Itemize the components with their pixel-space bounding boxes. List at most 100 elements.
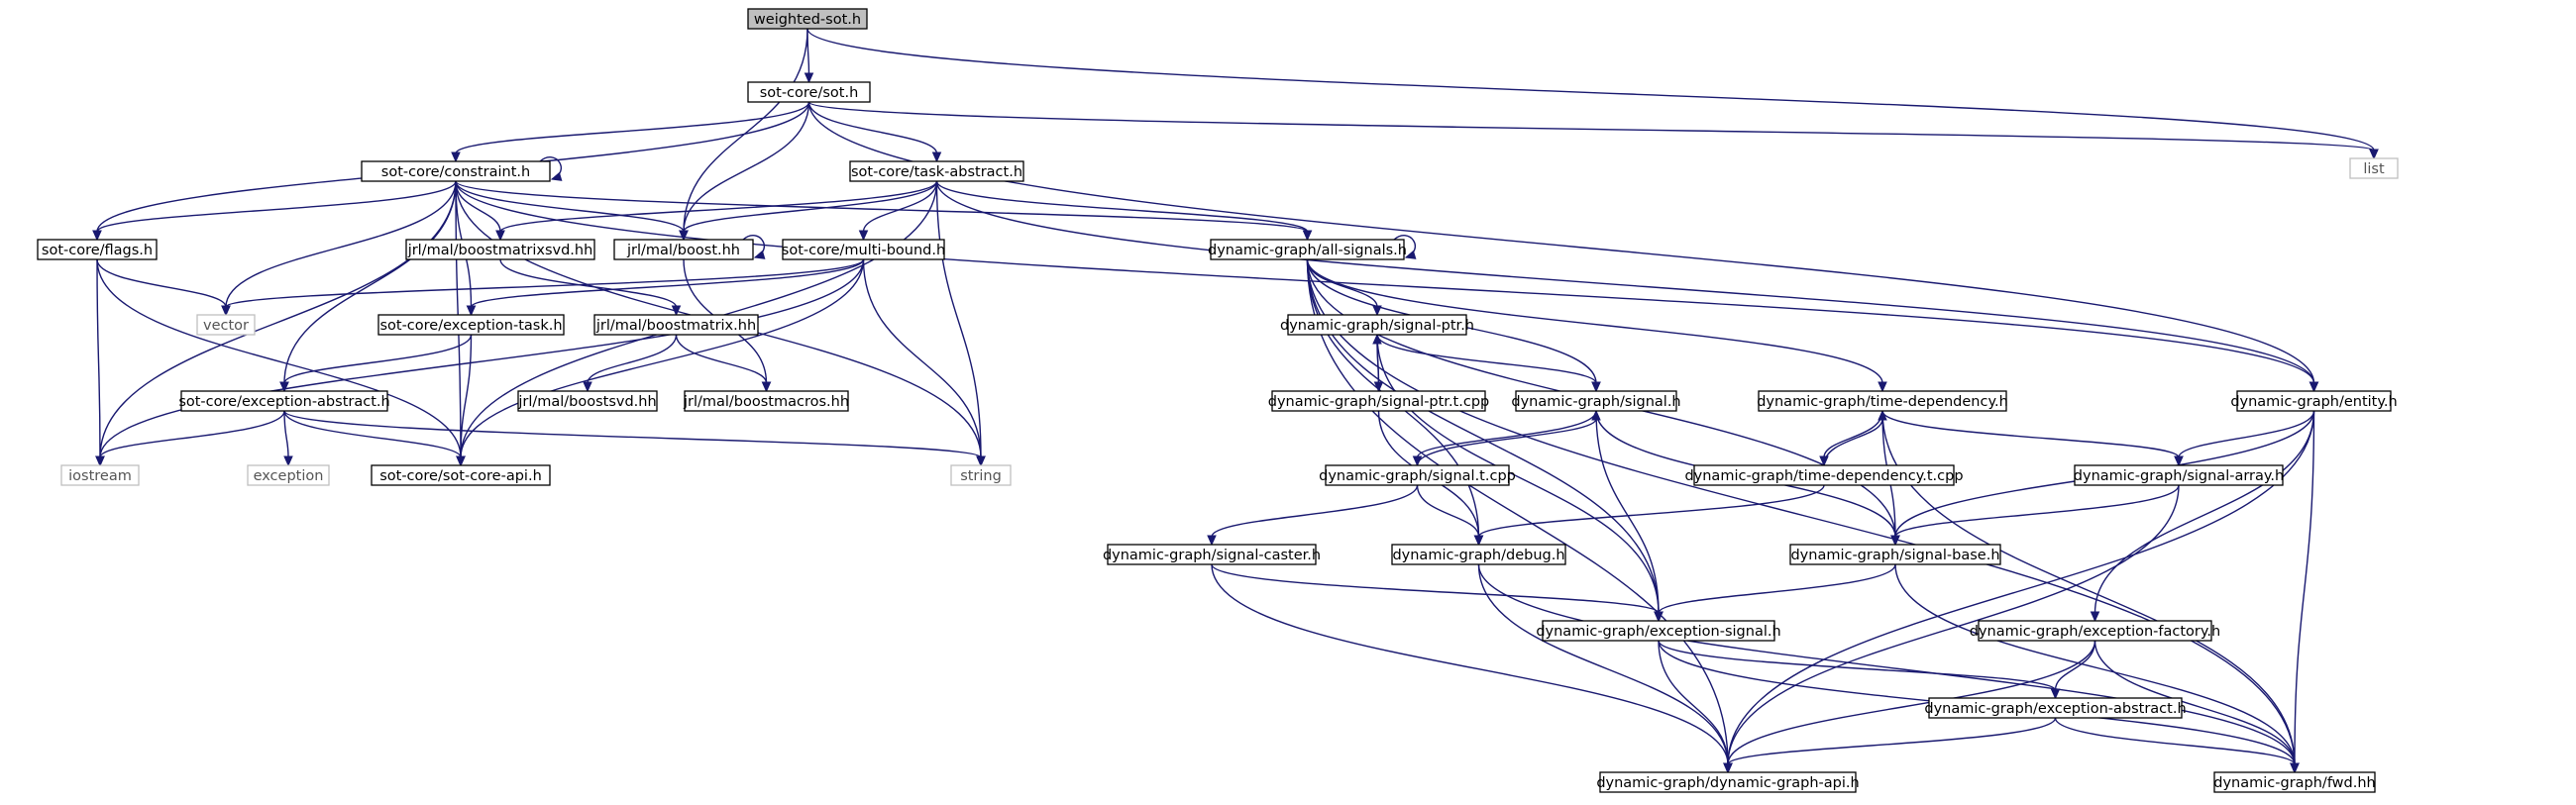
edge-exception_abstract_h-to-iostream	[95, 410, 285, 467]
edge-multi_bound_h-to-vector	[221, 258, 865, 317]
node-exception-factory-h[interactable]: dynamic-graph/exception-factory.h	[1970, 620, 2220, 642]
edge-dg_exception_abstract_h-to-dynamic_graph_api_h	[1723, 717, 2057, 774]
node-label: dynamic-graph/signal.h	[1511, 394, 1680, 410]
node-label: sot-core/sot.h	[760, 85, 859, 101]
node-all-signals-h[interactable]: dynamic-graph/all-signals.h	[1208, 239, 1407, 260]
node-label: dynamic-graph/time-dependency.t.cpp	[1684, 468, 1963, 484]
edge-boostmatrix_hh-to-boostmacros_hh	[675, 334, 772, 393]
node-label: dynamic-graph/signal-caster.h	[1103, 548, 1321, 563]
node-label: list	[2363, 161, 2385, 177]
node-label: dynamic-graph/entity.h	[2230, 394, 2397, 410]
edge-all_signals_h-to-time_dependency_h	[1306, 258, 1887, 393]
node-debug-h[interactable]: dynamic-graph/debug.h	[1391, 544, 1566, 565]
node-signal-caster-h[interactable]: dynamic-graph/signal-caster.h	[1103, 544, 1321, 565]
node-label: sot-core/exception-task.h	[379, 318, 562, 334]
node-label: dynamic-graph/fwd.hh	[2213, 775, 2375, 791]
node-label: iostream	[68, 468, 132, 484]
node-label: dynamic-graph/signal-ptr.h	[1280, 318, 1474, 334]
edge-signal_caster_h-to-dynamic_graph_api_h	[1211, 563, 1733, 774]
node-label: dynamic-graph/exception-abstract.h	[1924, 701, 2186, 717]
node-weighted-sot-h[interactable]: weighted-sot.h	[747, 8, 868, 30]
edge-all_signals_h-to-all_signals_h	[1393, 235, 1417, 259]
edge-sot_h-to-boost_hh	[679, 101, 810, 242]
node-signal-ptr-h[interactable]: dynamic-graph/signal-ptr.h	[1280, 314, 1474, 336]
node-label: weighted-sot.h	[754, 12, 861, 28]
node-time-dependency-h[interactable]: dynamic-graph/time-dependency.h	[1757, 390, 2008, 412]
edge-boostmatrix_hh-to-boostsvd_hh	[583, 334, 678, 393]
edge-sot_h-to-task_abstract_h	[807, 101, 942, 163]
node-signal-array-h[interactable]: dynamic-graph/signal-array.h	[2074, 464, 2284, 486]
node-boostsvd-hh[interactable]: jrl/mal/boostsvd.hh	[517, 390, 658, 412]
dependency-edges	[92, 28, 2379, 774]
node-sot-core-api-h[interactable]: sot-core/sot-core-api.h	[371, 464, 551, 486]
edge-signal_t_cpp-to-signal_h	[1416, 409, 1601, 466]
node-exception-abstract-h[interactable]: sot-core/exception-abstract.h	[178, 390, 390, 412]
edge-all_signals_h-to-fwd_hh	[1306, 258, 2300, 774]
node-sot-h[interactable]: sot-core/sot.h	[747, 81, 871, 103]
node-label: dynamic-graph/signal-ptr.t.cpp	[1268, 394, 1489, 410]
edge-debug_h-to-fwd_hh	[1477, 563, 2300, 774]
edge-task_abstract_h-to-entity_h	[935, 180, 2319, 393]
edge-flags_h-to-sot_core_api_h	[96, 258, 466, 467]
edge-constraint_h-to-flags_h	[92, 180, 457, 242]
edge-task_abstract_h-to-multi_bound_h	[858, 180, 938, 242]
edge-task_abstract_h-to-boost_hh	[679, 180, 938, 242]
node-label: sot-core/task-abstract.h	[851, 164, 1022, 180]
edge-dg_exception_abstract_h-to-fwd_hh	[2054, 717, 2300, 774]
node-time-dependency-t-cpp[interactable]: dynamic-graph/time-dependency.t.cpp	[1684, 464, 1964, 486]
edge-signal_array_h-to-signal_base_h	[1890, 484, 2180, 547]
node-label: dynamic-graph/exception-factory.h	[1970, 624, 2220, 640]
edge-task_abstract_h-to-all_signals_h	[935, 180, 1313, 242]
edge-task_abstract_h-to-string	[935, 180, 986, 467]
node-constraint-h[interactable]: sot-core/constraint.h	[361, 160, 551, 182]
edge-signal_ptr_t_cpp-to-signal_ptr_h	[1372, 333, 1382, 392]
edge-signal_ptr_h-to-signal_h	[1376, 334, 1601, 393]
node-signal-base-h[interactable]: dynamic-graph/signal-base.h	[1789, 544, 2001, 565]
node-signal-t-cpp[interactable]: dynamic-graph/signal.t.cpp	[1319, 464, 1516, 486]
edge-constraint_h-to-exception_abstract_h	[279, 180, 457, 393]
node-vector: vector	[196, 314, 256, 336]
node-label: sot-core/exception-abstract.h	[178, 394, 389, 410]
node-dg-exception-abstract-h[interactable]: dynamic-graph/exception-abstract.h	[1924, 697, 2187, 719]
node-string: string	[950, 464, 1012, 486]
edge-exception_abstract_h-to-exception	[283, 410, 293, 467]
edge-weighted_sot_h-to-sot_h	[804, 28, 814, 84]
node-exception-signal-h[interactable]: dynamic-graph/exception-signal.h	[1536, 620, 1781, 642]
edge-all_signals_h-to-signal_ptr_h	[1306, 258, 1382, 317]
node-label: jrl/mal/boostsvd.hh	[517, 394, 656, 410]
edge-sot_h-to-list	[807, 101, 2379, 160]
node-label: dynamic-graph/signal-array.h	[2074, 468, 2284, 484]
node-flags-h[interactable]: sot-core/flags.h	[37, 239, 158, 260]
edge-exception_abstract_h-to-string	[283, 410, 986, 467]
edge-exception_task_h-to-exception_abstract_h	[279, 334, 473, 393]
dependency-nodes: weighted-sot.h sot-core/sot.h list sot-core…	[37, 8, 2399, 793]
node-signal-ptr-t-cpp[interactable]: dynamic-graph/signal-ptr.t.cpp	[1268, 390, 1489, 412]
node-label: jrl/mal/boostmatrixsvd.hh	[407, 243, 593, 258]
node-boost-hh[interactable]: jrl/mal/boost.hh	[613, 239, 754, 260]
node-signal-h[interactable]: dynamic-graph/signal.h	[1511, 390, 1681, 412]
node-label: dynamic-graph/time-dependency.h	[1757, 394, 2008, 410]
node-boostmatrix-hh[interactable]: jrl/mal/boostmatrix.hh	[593, 314, 759, 336]
node-label: vector	[203, 318, 249, 334]
edge-exception_abstract_h-to-sot_core_api_h	[283, 410, 466, 467]
node-task-abstract-h[interactable]: sot-core/task-abstract.h	[849, 160, 1024, 182]
node-multi-bound-h[interactable]: sot-core/multi-bound.h	[782, 239, 945, 260]
edge-flags_h-to-vector	[96, 258, 231, 317]
edge-boost_hh-to-boost_hh	[742, 235, 766, 259]
node-entity-h[interactable]: dynamic-graph/entity.h	[2230, 390, 2398, 412]
edge-time_dependency_t_cpp-to-debug_h	[1473, 484, 1825, 547]
node-boostmatrixsvd-hh[interactable]: jrl/mal/boostmatrixsvd.hh	[405, 239, 595, 260]
node-label: sot-core/multi-bound.h	[782, 243, 945, 258]
node-label: jrl/mal/boostmacros.hh	[683, 394, 849, 410]
node-dynamic-graph-api-h[interactable]: dynamic-graph/dynamic-graph-api.h	[1596, 771, 1860, 793]
node-list: list	[2349, 157, 2399, 179]
node-exception-task-h[interactable]: sot-core/exception-task.h	[377, 314, 565, 336]
node-label: dynamic-graph/signal-base.h	[1790, 548, 1999, 563]
node-fwd-hh[interactable]: dynamic-graph/fwd.hh	[2213, 771, 2376, 793]
edge-signal_caster_h-to-exception_signal_h	[1211, 563, 1664, 623]
node-boostmacros-hh[interactable]: jrl/mal/boostmacros.hh	[683, 390, 849, 412]
node-iostream: iostream	[60, 464, 140, 486]
node-label: dynamic-graph/exception-signal.h	[1536, 624, 1780, 640]
node-label: jrl/mal/boost.hh	[626, 243, 740, 258]
